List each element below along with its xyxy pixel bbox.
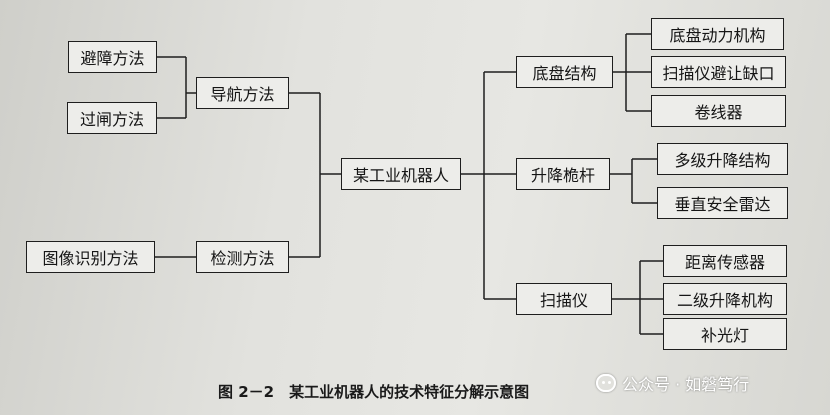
watermark: 公众号 · 如磐笃行: [596, 370, 749, 396]
chassis-node: 底盘结构: [516, 56, 613, 88]
vertical-safety-radar-node: 垂直安全雷达: [657, 187, 788, 219]
chassis-power-node: 底盘动力机构: [651, 18, 784, 50]
detection-node: 检测方法: [196, 241, 289, 273]
obstacle-avoidance-node: 避障方法: [68, 41, 157, 73]
navigation-node: 导航方法: [196, 77, 289, 109]
root-node: 某工业机器人: [341, 158, 461, 190]
lift-mast-node: 升降桅杆: [516, 158, 610, 190]
scanner-node: 扫描仪: [516, 283, 612, 315]
two-stage-lift-node: 二级升降机构: [663, 283, 787, 315]
image-recognition-node: 图像识别方法: [26, 241, 155, 273]
gate-passing-node: 过闸方法: [67, 102, 157, 134]
multi-stage-lift-node: 多级升降结构: [657, 143, 788, 175]
scanner-avoid-notch-node: 扫描仪避让缺口: [651, 56, 786, 88]
cable-reel-node: 卷线器: [651, 95, 786, 127]
wechat-icon: [596, 374, 616, 392]
watermark-text: 公众号 · 如磐笃行: [622, 375, 750, 394]
figure-caption: 图 2－2 某工业机器人的技术特征分解示意图: [218, 383, 530, 401]
fill-light-node: 补光灯: [663, 318, 787, 350]
distance-sensor-node: 距离传感器: [663, 245, 787, 277]
